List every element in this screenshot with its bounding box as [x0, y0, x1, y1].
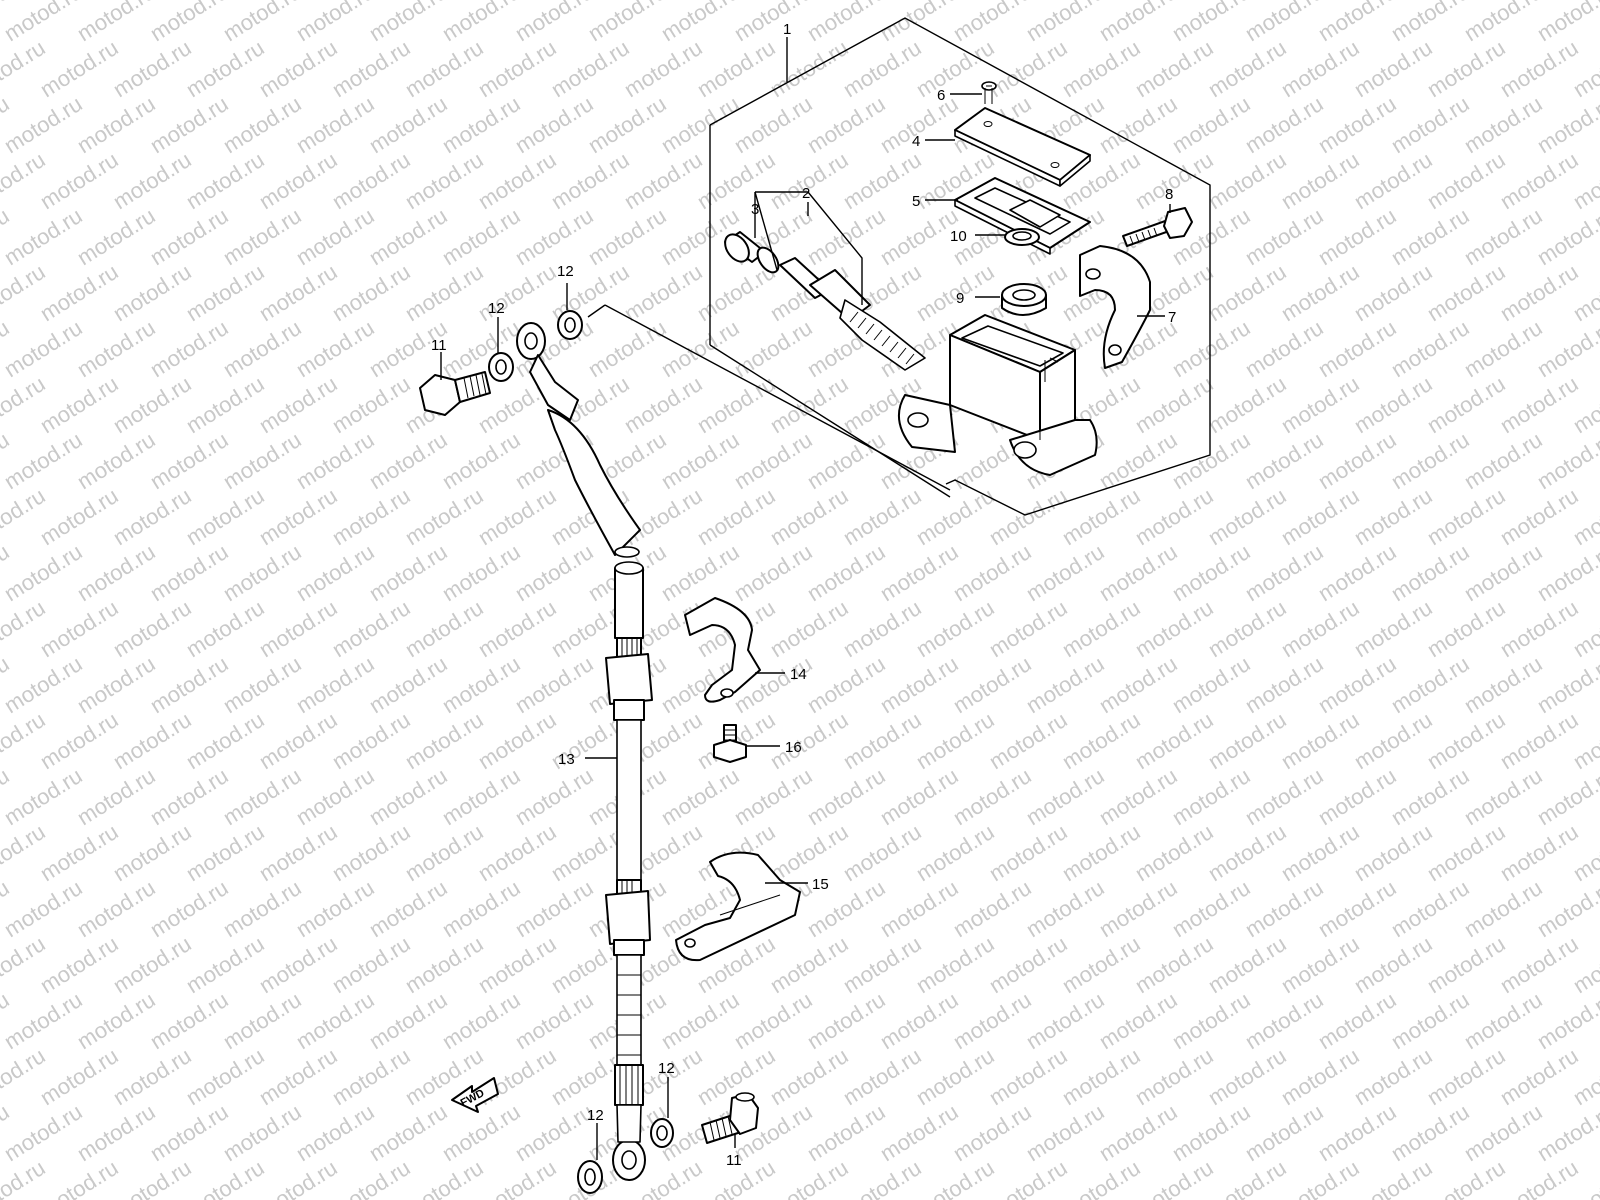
washer-part-12-upper-a: [557, 310, 583, 340]
callout-12-upper-a: 12: [557, 263, 574, 280]
master-cylinder-body: [897, 314, 1098, 476]
washer-part-12-lower-a: [650, 1118, 674, 1148]
reservoir-cap-part-4: [954, 107, 1091, 187]
callout-labels: 1 2 3 4 5 6 7 8 9 10 11 11 12 12 12 12 1…: [431, 21, 1176, 1169]
forward-direction-arrow: FWD: [451, 1077, 499, 1113]
callout-13: 13: [558, 751, 575, 768]
holder-clamp-part-7: [1079, 245, 1151, 369]
callout-6: 6: [937, 87, 945, 104]
assembly-box-1: [587, 17, 1211, 516]
callout-5: 5: [912, 193, 920, 210]
bolt-part-16: [713, 724, 747, 763]
callout-12-lower-a: 12: [658, 1060, 675, 1077]
washer-part-12-upper-b: [488, 352, 514, 382]
callout-11-lower: 11: [726, 1152, 742, 1169]
hose-clamp-part-14: [684, 597, 761, 703]
callout-1: 1: [783, 21, 791, 38]
hose-bracket-part-15: [675, 851, 801, 962]
callout-8: 8: [1165, 186, 1173, 203]
banjo-bolt-part-11-upper: [419, 371, 491, 416]
callout-4: 4: [912, 133, 920, 150]
callout-10: 10: [950, 228, 967, 245]
callout-2: 2: [802, 185, 810, 202]
banjo-bolt-part-11-lower: [701, 1092, 759, 1144]
callout-7: 7: [1168, 309, 1176, 326]
callout-12-upper-b: 12: [488, 300, 505, 317]
callout-12-lower-b: 12: [587, 1107, 604, 1124]
boot-part-9: [1001, 283, 1047, 316]
callout-16: 16: [785, 739, 802, 756]
callout-15: 15: [812, 876, 829, 893]
brake-hose-part-13: [516, 322, 653, 1181]
callout-14: 14: [790, 666, 807, 683]
screw-part-6: [981, 81, 997, 104]
callout-3: 3: [751, 201, 759, 218]
leader-lines: [440, 37, 1171, 1160]
callout-11-upper: 11: [431, 337, 447, 354]
bolt-part-8: [1122, 207, 1193, 247]
callout-9: 9: [956, 290, 964, 307]
ring-part-10: [1004, 228, 1040, 246]
piston-kit-part-2: [724, 231, 926, 371]
washer-part-12-lower-b: [577, 1160, 603, 1194]
